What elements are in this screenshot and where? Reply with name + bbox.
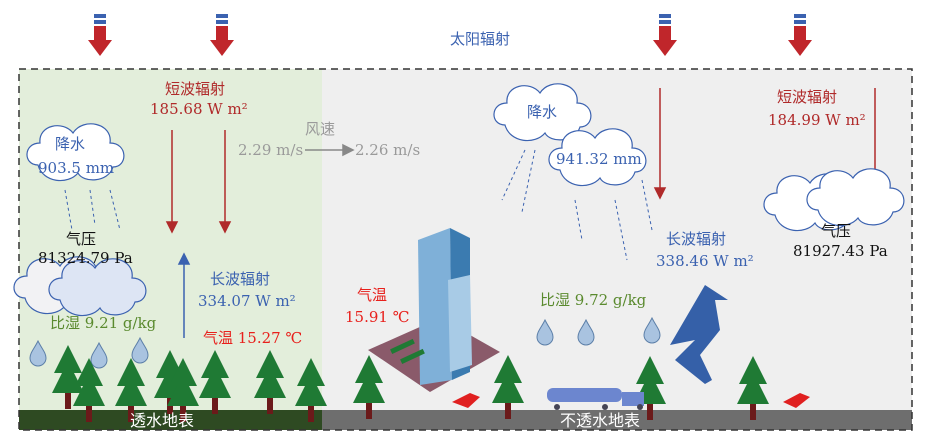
pervious-humidity: 比湿 9.21 g/kg (50, 314, 157, 332)
rain-lines (64, 149, 653, 261)
wind-from-value: 2.29 m/s (238, 141, 304, 159)
pervious-precip-label: 降水 (55, 135, 86, 153)
sun-arrow-icon (88, 14, 112, 56)
impervious-shortwave-label: 短波辐射 (777, 88, 838, 106)
impervious-shortwave-value: 184.99 W m² (768, 111, 866, 129)
pervious-longwave-label: 长波辐射 (210, 270, 271, 288)
impervious-pressure-label: 气压 (821, 222, 852, 240)
longwave-heat-arrow-icon (670, 285, 728, 384)
impervious-precip-label: 降水 (527, 103, 558, 121)
impervious-temperature-value: 15.91 ℃ (345, 308, 410, 326)
wind-label: 风速 (305, 120, 336, 138)
pervious-pressure-value: 81324.79 Pa (38, 249, 133, 267)
pervious-pressure-label: 气压 (66, 230, 97, 248)
impervious-precip-value: 941.32 mm (556, 150, 642, 168)
pervious-shortwave-label: 短波辐射 (165, 80, 226, 98)
building-icon (368, 228, 500, 392)
pervious-ground-label: 透水地表 (130, 411, 195, 430)
impervious-longwave-value: 338.46 W m² (656, 252, 754, 270)
longwave-arrow-icon (177, 252, 191, 338)
pervious-temperature: 气温 15.27 ℃ (203, 329, 303, 347)
impervious-temperature-label: 气温 (357, 286, 388, 304)
impervious-longwave-label: 长波辐射 (666, 230, 727, 248)
sun-arrow-icon (210, 14, 234, 56)
impervious-pressure-value: 81927.43 Pa (793, 242, 888, 260)
solar-radiation-title: 太阳辐射 (450, 30, 511, 48)
dashed-border (18, 68, 913, 431)
car-icon (452, 393, 810, 408)
impervious-humidity: 比湿 9.72 g/kg (540, 291, 647, 309)
pervious-precip-value: 903.5 mm (38, 159, 115, 177)
sun-arrow-icon (788, 14, 812, 56)
wind-to-value: 2.26 m/s (355, 141, 421, 159)
truck-icon (547, 388, 644, 410)
pervious-ground (19, 410, 322, 430)
pervious-shortwave-value: 185.68 W m² (150, 100, 248, 118)
sun-arrow-icon (653, 14, 677, 56)
impervious-ground (322, 410, 912, 430)
impervious-ground-label: 不透水地表 (560, 411, 641, 430)
wind-arrow-icon (305, 143, 355, 157)
pervious-longwave-value: 334.07 W m² (198, 292, 296, 310)
